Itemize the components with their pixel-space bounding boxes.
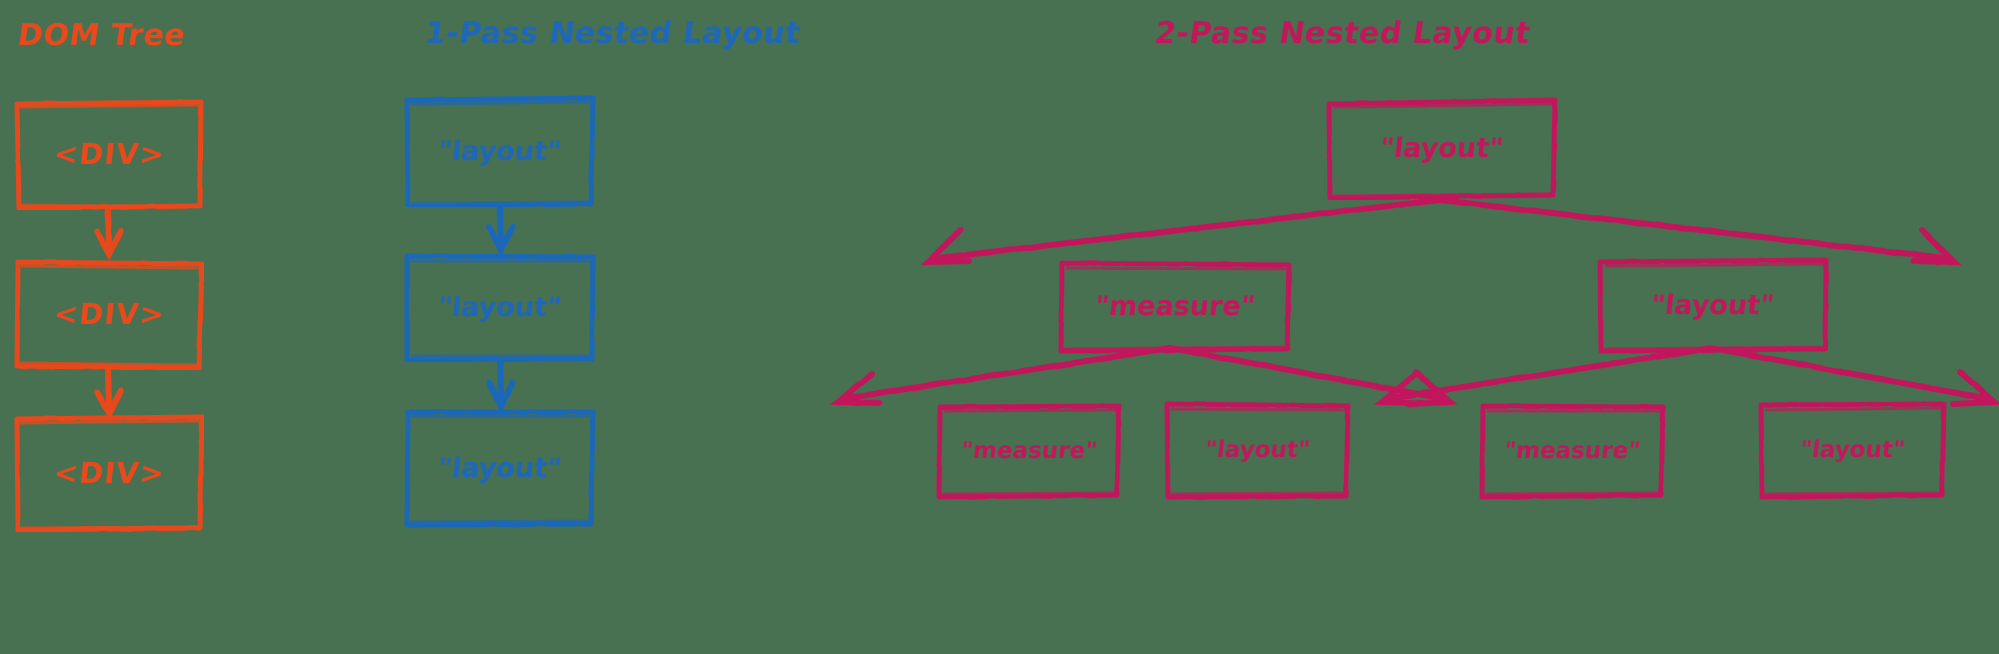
one-pass-node-2-label: "layout": [436, 291, 563, 323]
one-pass-node-1[interactable]: "layout": [403, 95, 596, 207]
one-pass-node-3[interactable]: "layout": [403, 408, 596, 528]
two-pass-mid-right[interactable]: "layout": [1596, 256, 1830, 354]
two-pass-mid-left[interactable]: "measure": [1057, 258, 1293, 354]
two-pass-leaf-1[interactable]: "measure": [935, 402, 1123, 500]
two-pass-leaf-4[interactable]: "layout": [1757, 400, 1947, 500]
one-pass-node-2[interactable]: "layout": [403, 252, 596, 362]
two-pass-mid-right-label: "layout": [1649, 289, 1777, 321]
section-title-two-pass: 2-Pass Nested Layout: [1152, 16, 1533, 51]
two-pass-leaf-2-label: "layout": [1203, 437, 1311, 463]
dom-node-3[interactable]: <DIV>: [14, 414, 204, 532]
two-pass-leaf-1-label: "measure": [959, 438, 1099, 464]
dom-node-3-label: <DIV>: [51, 456, 167, 490]
one-pass-node-3-label: "layout": [436, 452, 563, 484]
two-pass-root-label: "layout": [1378, 132, 1506, 164]
section-title-one-pass: 1-Pass Nested Layout: [422, 16, 803, 51]
dom-node-2-label: <DIV>: [51, 297, 167, 331]
dom-node-2[interactable]: <DIV>: [14, 258, 204, 370]
section-title-dom-tree: DOM Tree: [15, 18, 188, 53]
two-pass-leaf-2[interactable]: "layout": [1163, 400, 1351, 500]
two-pass-leaf-4-label: "layout": [1798, 437, 1906, 463]
two-pass-root[interactable]: "layout": [1325, 96, 1559, 200]
one-pass-node-1-label: "layout": [436, 135, 563, 167]
two-pass-leaf-3[interactable]: "measure": [1478, 402, 1666, 500]
dom-node-1[interactable]: <DIV>: [14, 98, 204, 210]
dom-node-1-label: <DIV>: [51, 137, 167, 171]
two-pass-leaf-3-label: "measure": [1502, 438, 1642, 464]
two-pass-mid-left-label: "measure": [1093, 290, 1257, 322]
